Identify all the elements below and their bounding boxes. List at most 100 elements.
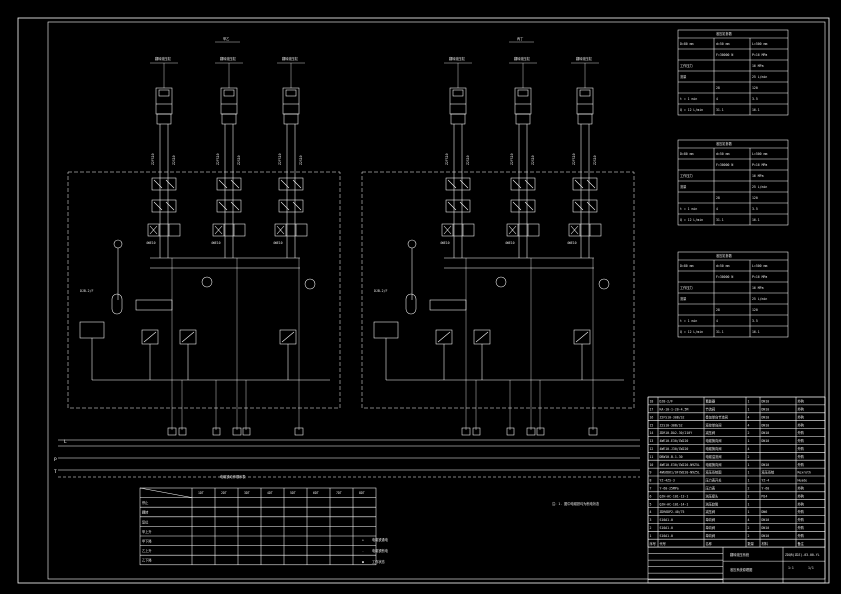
- accumulator: [111, 293, 123, 315]
- directional-valve: [212, 223, 246, 237]
- bom-header: 备注: [798, 541, 805, 546]
- bom-cell: 18: [650, 400, 654, 404]
- bom-cell: 17: [650, 408, 654, 412]
- bom-cell: 16: [650, 415, 654, 419]
- company-name: 翻转液压系统: [730, 552, 750, 557]
- bom-cell: 单向阀: [706, 525, 716, 530]
- check-valve: [216, 177, 242, 191]
- bom-cell: 5: [650, 502, 652, 506]
- bom-cell: QJH-AC-101-14-1: [660, 502, 689, 506]
- actuator-label: 翻转液压缸: [155, 56, 172, 61]
- table-cell: 4: [716, 207, 718, 211]
- valve-code: Z2FS10: [278, 153, 282, 165]
- bom-cell: 外购: [798, 446, 804, 451]
- bom-cell: DN10: [762, 534, 770, 538]
- bom-cell: DN6: [762, 510, 768, 514]
- check-valve: [278, 199, 304, 213]
- valve-code: Z2FS10: [572, 153, 576, 165]
- check-valve: [151, 199, 177, 213]
- actuator-label: 翻转液压缸: [576, 56, 593, 61]
- accumulator-label: DJB-2/F: [374, 289, 388, 293]
- bom-cell: 外购: [798, 525, 804, 530]
- table-cell: Q = 12 L/min: [680, 218, 703, 222]
- table-caption: 液压缸参数: [716, 31, 733, 36]
- bom-cell: 4: [650, 510, 652, 514]
- bom-cell: Z2FS10-30B/S2: [660, 415, 685, 419]
- actuator-label: 翻转液压缸: [449, 56, 466, 61]
- bom-cell: DN10: [762, 400, 770, 404]
- bom-cell: M14: [762, 494, 768, 498]
- bom-cell: DN10: [762, 463, 770, 467]
- valve-code: Z2FS10: [510, 153, 514, 165]
- bom-cell: 3: [650, 518, 652, 522]
- action-col-header: 6DT: [313, 491, 319, 495]
- valve-tag: 4WE10: [567, 241, 577, 245]
- table-cell: 3.5: [752, 319, 758, 323]
- cylinder: [220, 87, 238, 115]
- bom-cell: DJB-2/F: [660, 400, 674, 404]
- table-cell: d=50 mm: [716, 42, 730, 46]
- bom-cell: 蓄能器: [706, 399, 716, 404]
- title-block: [647, 546, 826, 584]
- action-col-header: 1DT: [198, 491, 204, 495]
- legend-text: 电磁铁通电: [372, 537, 389, 542]
- table-cell: t = 1 min: [680, 97, 697, 101]
- table-cell: 16.1: [752, 330, 760, 334]
- drawing-name: 液压系统原理图: [730, 567, 752, 572]
- main-line-label-p: P: [54, 457, 57, 463]
- bom-header: 序号: [650, 541, 656, 546]
- valve-code: Z2S10: [531, 155, 535, 165]
- valve-tag: 4WE10: [146, 241, 156, 245]
- check-valve: [572, 177, 598, 191]
- bom-cell: DN10: [762, 408, 770, 412]
- action-table-caption: 电磁铁动作顺序表: [220, 474, 246, 479]
- bom-cell: 外购: [798, 462, 804, 467]
- pressure-reducing-valve: [495, 276, 507, 288]
- bom-cell: 测压软管: [706, 501, 719, 506]
- bom-cell: Huade: [798, 479, 808, 483]
- bom-cell: 1: [748, 439, 750, 443]
- bom-cell: 1: [748, 463, 750, 467]
- bom-cell: 2: [748, 526, 750, 530]
- valve-code: Z2S10: [593, 155, 597, 165]
- valve-tag: 4WE10: [440, 241, 450, 245]
- action-col-header: 5DT: [290, 491, 296, 495]
- bom-cell: 4WE6D61/OFCW220-N9Z5L: [660, 471, 700, 475]
- table-cell: 25 L/min: [752, 297, 767, 301]
- table-cell: 28: [716, 196, 720, 200]
- bom-cell: 9: [650, 471, 652, 475]
- bom-cell: 压力表: [706, 486, 716, 491]
- bom-cell: DN10: [762, 518, 770, 522]
- table-cell: 流量: [680, 296, 687, 301]
- bom-cell: 10: [650, 463, 654, 467]
- bom-cell: 7: [650, 487, 652, 491]
- bom-cell: QJH-AC-101-13-1: [660, 494, 689, 498]
- bom-cell: 外购: [798, 454, 804, 459]
- table-cell: 16 MPa: [752, 286, 764, 290]
- bom-cell: 4WE10-E30/CW220: [660, 439, 689, 443]
- circuit-title: 丙丁: [517, 37, 523, 41]
- table-cell: t = 1 min: [680, 207, 697, 211]
- bom-cell: DN10: [762, 415, 770, 419]
- valve-tag: 4WE10: [211, 241, 221, 245]
- bom-cell: 8: [650, 479, 652, 483]
- bom-cell: S10A1.0: [660, 534, 674, 538]
- bom-cell: DN10: [762, 439, 770, 443]
- main-line-label-t: T: [54, 469, 57, 475]
- inner-border: [47, 21, 826, 580]
- actuator-label: 翻转液压缸: [514, 56, 531, 61]
- pressure-reducing-valve: [201, 276, 213, 288]
- table-cell: P=16 MPa: [752, 53, 767, 57]
- sheet-count: 1/1: [808, 566, 814, 570]
- bom-cell: Rexroth: [798, 471, 812, 475]
- main-pipelines: P T L: [54, 439, 640, 478]
- table-cell: 16.1: [752, 218, 760, 222]
- table-cell: 31.1: [716, 218, 724, 222]
- table-caption: 液压缸参数: [716, 253, 733, 258]
- table-cell: 31.1: [716, 330, 724, 334]
